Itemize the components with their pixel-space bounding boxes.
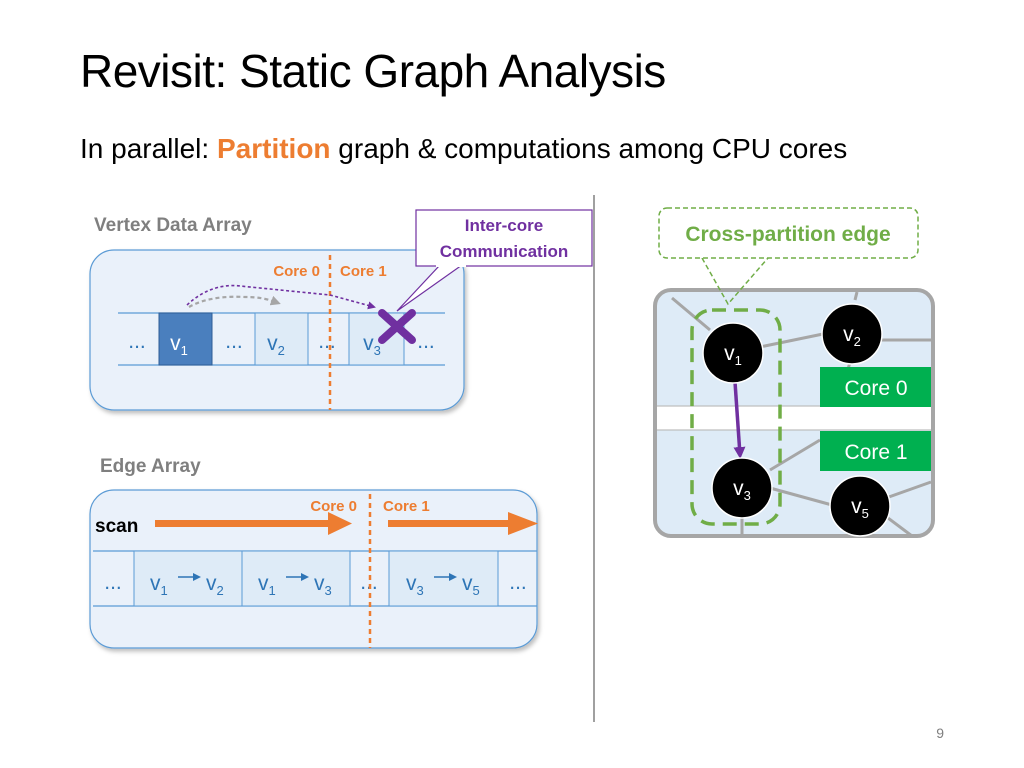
cross-partition-callout-box [658, 207, 919, 259]
node-v1-sub: 1 [735, 353, 742, 368]
vertex-cell-v3-name: v [363, 332, 374, 355]
edge-cell-v3-v5 [388, 550, 499, 607]
edge-1-from: v1 [150, 572, 168, 598]
edge-1-to-name: v [206, 572, 217, 595]
node-v2-name: v [843, 323, 854, 346]
graph-core1-label: Core 1 [844, 441, 907, 464]
callout-line-2: Communication [440, 242, 568, 261]
edge-3-from-sub: 3 [417, 583, 424, 598]
node-v5-sub: 5 [862, 506, 869, 521]
cross-core-access-arrow [186, 284, 376, 310]
subtitle-suffix: graph & computations among CPU cores [330, 133, 848, 164]
edge-3-to-sub: 5 [473, 583, 480, 598]
node-v2-sub: 2 [854, 334, 861, 349]
vertex-cell-v2-sub: 2 [278, 343, 285, 358]
edge-1-from-sub: 1 [161, 583, 168, 598]
edge-1-to: v2 [206, 572, 224, 598]
vertex-ellipsis-2: ... [225, 330, 243, 353]
edge-3-to-name: v [462, 572, 473, 595]
node-v5-name: v [851, 495, 862, 518]
vertex-cell-v1-name: v [170, 332, 181, 355]
vertex-cell-v2-text: v2 [267, 332, 285, 358]
callout-joint-mask [436, 264, 466, 267]
communication-blocked-icon [378, 309, 416, 344]
edge-core1-label: Core 1 [383, 498, 430, 515]
partition-gap [657, 406, 931, 430]
vertex-core0-label: Core 0 [273, 263, 320, 280]
subtitle-prefix: In parallel: [80, 133, 217, 164]
edge-1-to-sub: 2 [217, 583, 224, 598]
subtitle-accent: Partition [216, 133, 331, 164]
graph-panel: Core 0 Core 1 v1 v2 v3 v5 [653, 288, 935, 538]
edge-3-from: v3 [406, 572, 424, 598]
vertex-cell-v2 [254, 312, 309, 366]
vertex-ellipsis-1: ... [128, 330, 146, 353]
page-number: 9 [936, 725, 944, 741]
slide-subtitle: In parallel: Partition graph & computati… [80, 133, 847, 165]
edge-2-from: v1 [258, 572, 276, 598]
edge-2-to-name: v [314, 572, 325, 595]
scan-arrow-core1 [388, 512, 538, 535]
edge-2-to: v3 [314, 572, 332, 598]
edge-ellipsis-1: ... [104, 571, 122, 594]
slide-title: Revisit: Static Graph Analysis [80, 45, 666, 97]
node-v1-name: v [724, 342, 735, 365]
svg-text:v2: v2 [843, 323, 861, 349]
callout-line-1: Inter-core [465, 216, 543, 235]
vertex-cell-v2-name: v [267, 332, 278, 355]
inter-core-callout-box [415, 209, 593, 267]
edge-3-to: v5 [462, 572, 480, 598]
edge-2-from-sub: 1 [269, 583, 276, 598]
graph-node-v1: v1 [702, 322, 764, 384]
vertex-core1-label: Core 1 [340, 263, 387, 280]
vertex-cell-v1-text: v1 [170, 332, 188, 358]
vertex-ellipsis-4: ... [417, 330, 435, 353]
svg-text:v3: v3 [733, 477, 751, 503]
local-access-arrow [188, 295, 281, 308]
edge-3-from-name: v [406, 572, 417, 595]
graph-node-v5: v5 [829, 475, 891, 537]
vertex-cell-v3-text: v3 [363, 332, 381, 358]
edge-ellipsis-3: ... [509, 571, 527, 594]
edge-array-label: Edge Array [100, 456, 201, 477]
edge-ellipsis-2: ... [360, 571, 378, 594]
scan-label: scan [95, 516, 138, 537]
vertex-ellipsis-3: ... [318, 330, 336, 353]
svg-text:v5: v5 [851, 495, 869, 521]
graph-node-v2: v2 [821, 303, 883, 365]
node-v3-sub: 3 [744, 488, 751, 503]
vertex-array-label: Vertex Data Array [94, 215, 252, 236]
edge-2-from-name: v [258, 572, 269, 595]
node-v3-name: v [733, 477, 744, 500]
cross-partition-edge-arrow [733, 381, 746, 459]
graph-core0-badge [820, 367, 931, 407]
cross-partition-callout-text: Cross-partition edge [685, 223, 890, 246]
scan-arrow-core0 [155, 512, 352, 535]
vertex-cell-v3-sub: 3 [374, 343, 381, 358]
edge-1-from-name: v [150, 572, 161, 595]
edge-core0-label: Core 0 [310, 498, 357, 515]
edge-cell-v1-v3 [241, 550, 351, 607]
svg-text:v1: v1 [724, 342, 742, 368]
graph-core0-label: Core 0 [844, 377, 907, 400]
edge-cell-v1-v2 [133, 550, 243, 607]
graph-node-v3: v3 [711, 457, 773, 519]
graph-core1-badge [820, 431, 931, 471]
cross-partition-callout-pointer [701, 257, 769, 306]
cross-edge-highlight [690, 308, 782, 526]
edge-2-to-sub: 3 [325, 583, 332, 598]
vertex-cell-v1 [158, 312, 213, 366]
vertex-cell-v1-sub: 1 [181, 343, 188, 358]
